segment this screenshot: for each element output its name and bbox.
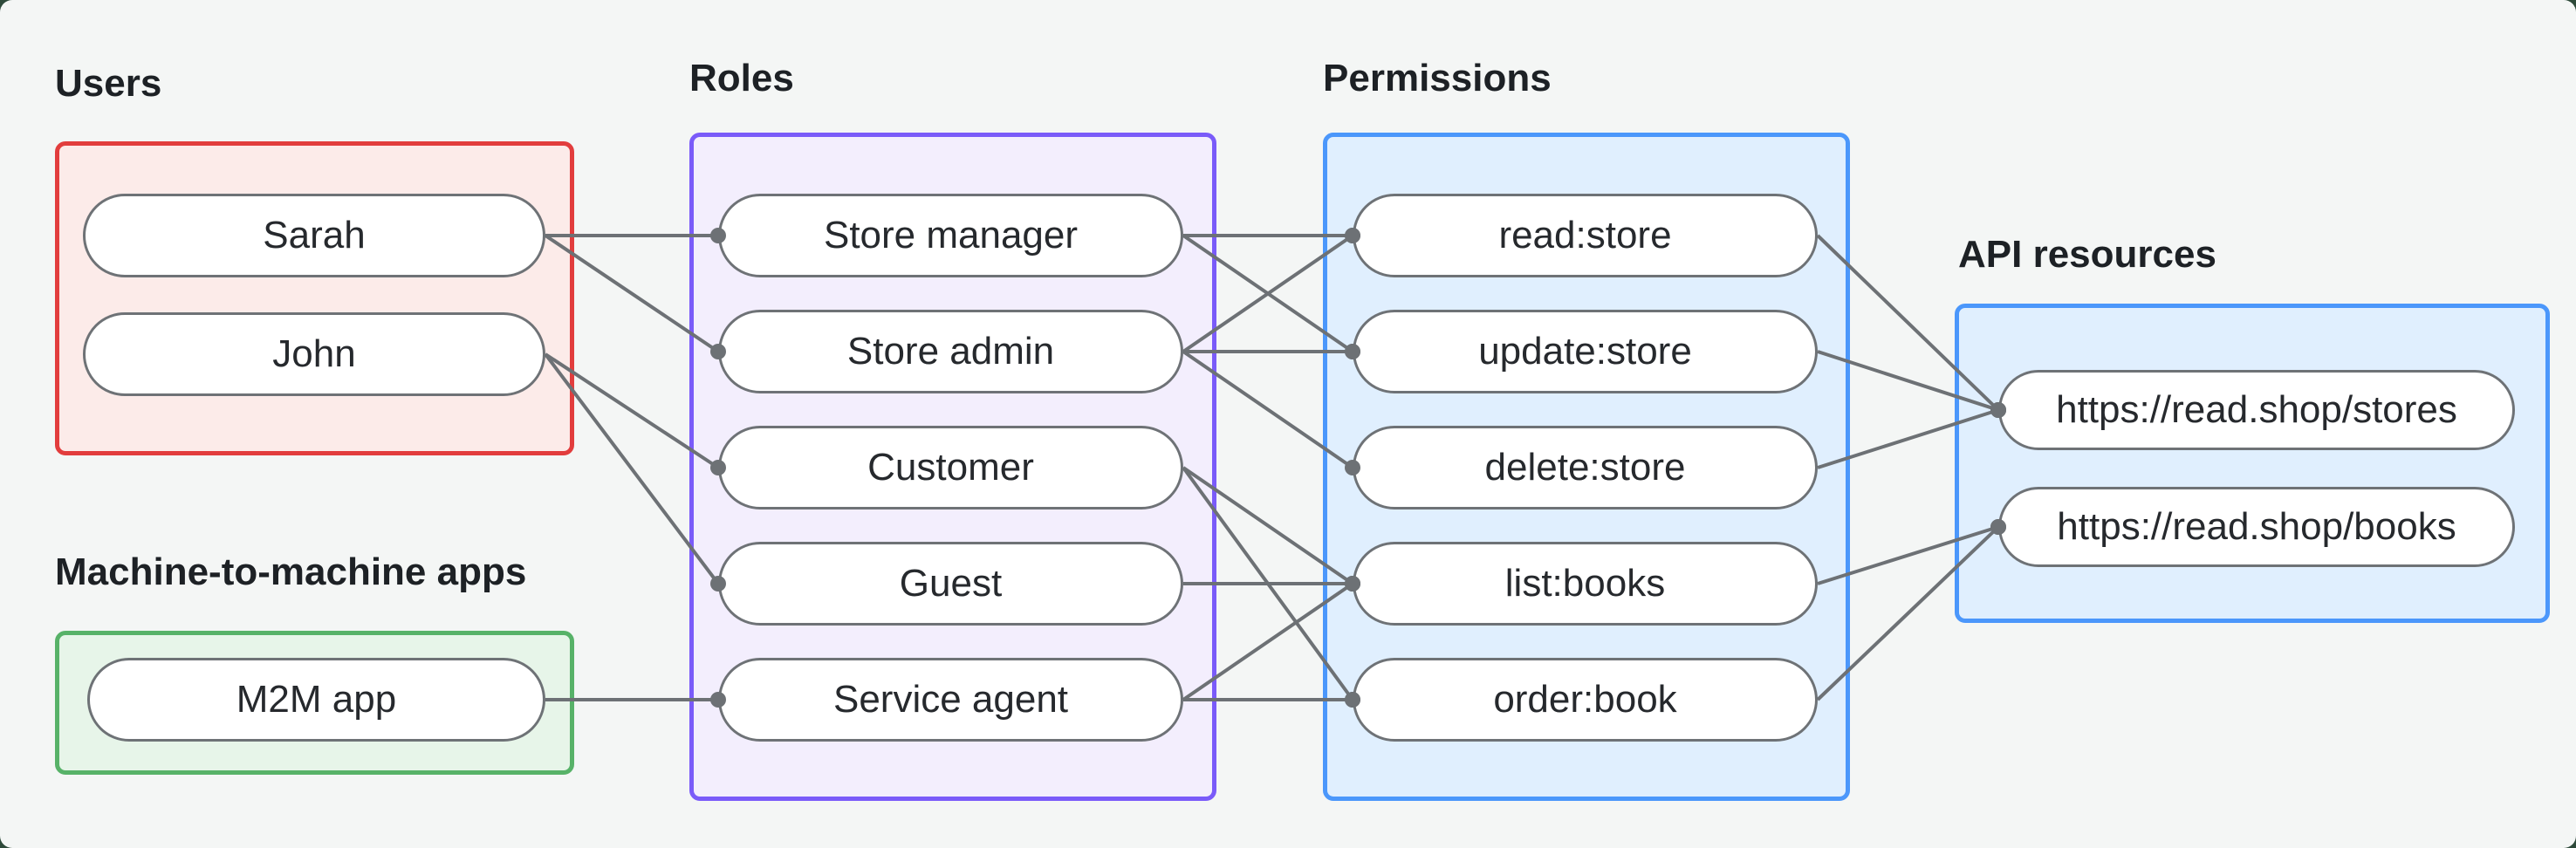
- node-api-resource-stores: https://read.shop/stores: [1998, 370, 2515, 450]
- users-group-box: [55, 141, 574, 455]
- api-resources-group-label: API resources: [1958, 233, 2216, 276]
- node-permission-list-books: list:books: [1353, 542, 1818, 626]
- node-api-resource-books: https://read.shop/books: [1998, 487, 2515, 567]
- node-permission-read-store: read:store: [1353, 194, 1818, 277]
- node-role-customer: Customer: [718, 426, 1183, 509]
- api-resources-group-box: [1955, 304, 2550, 623]
- node-role-store-admin: Store admin: [718, 310, 1183, 393]
- node-role-store-manager: Store manager: [718, 194, 1183, 277]
- node-permission-delete-store: delete:store: [1353, 426, 1818, 509]
- node-role-guest: Guest: [718, 542, 1183, 626]
- node-permission-order-book: order:book: [1353, 658, 1818, 742]
- permissions-group-label: Permissions: [1323, 57, 1552, 99]
- node-user-sarah: Sarah: [83, 194, 545, 277]
- roles-group-label: Roles: [689, 57, 794, 99]
- node-user-john: John: [83, 312, 545, 396]
- m2m-group-label: Machine-to-machine apps: [55, 551, 527, 593]
- node-permission-update-store: update:store: [1353, 310, 1818, 393]
- node-role-service-agent: Service agent: [718, 658, 1183, 742]
- node-m2m-app: M2M app: [87, 658, 545, 742]
- users-group-label: Users: [55, 62, 162, 105]
